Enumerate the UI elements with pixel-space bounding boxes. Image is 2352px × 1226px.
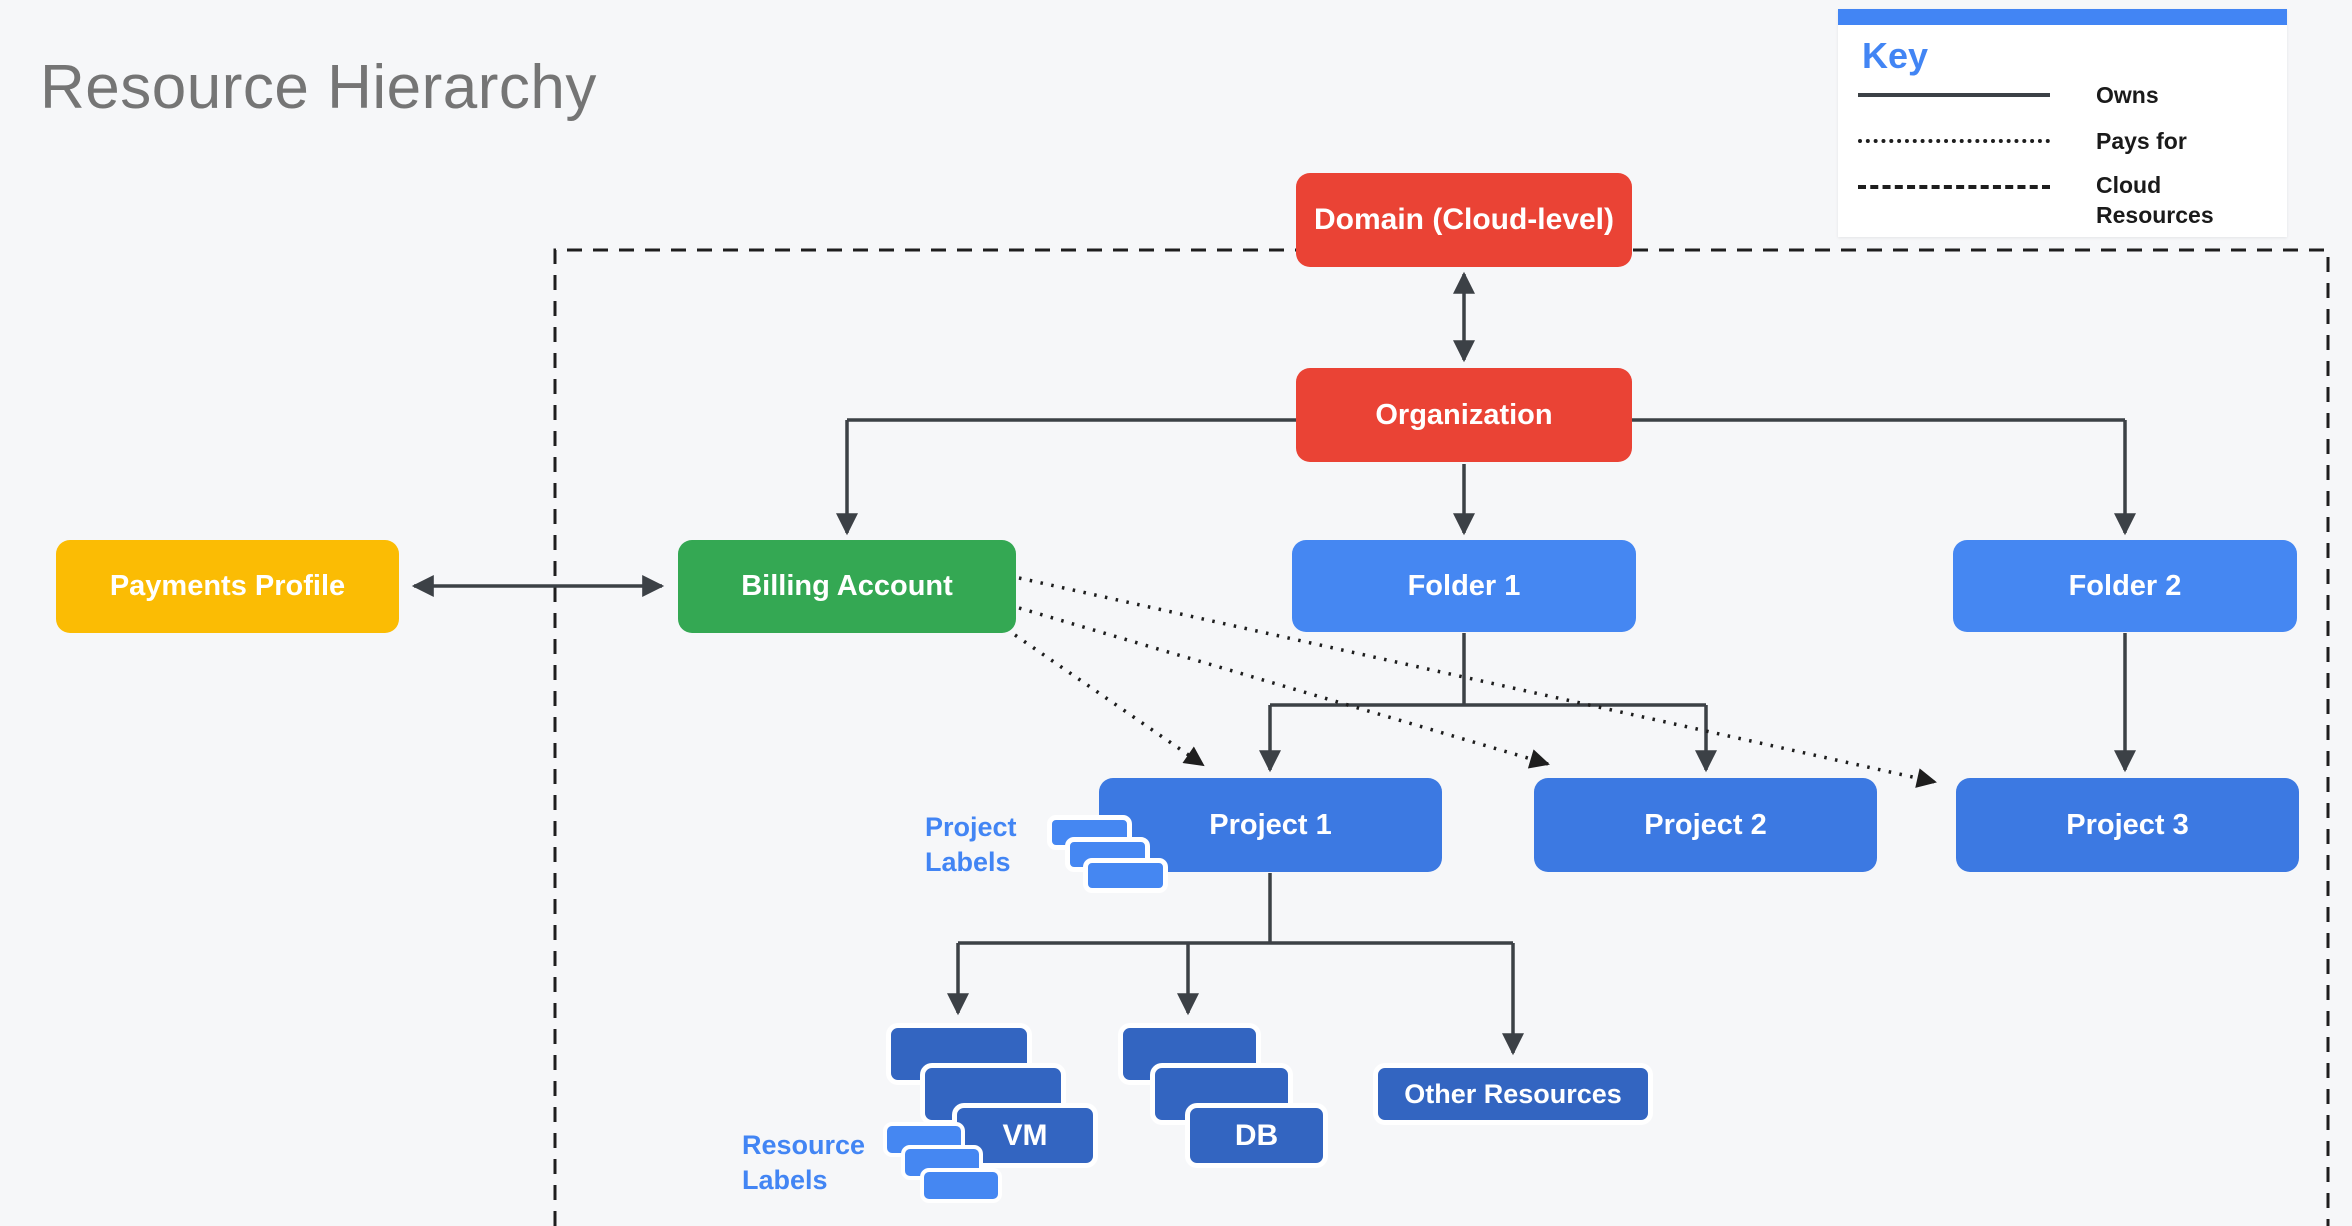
edge-billing-project2-paysfor [1018, 606, 1550, 769]
edge-folder1-rail [1270, 633, 1706, 707]
edge-billing-project1-paysfor [1014, 633, 1205, 767]
legend-dashed-line-sample [1858, 185, 2050, 189]
node-billing-account: Billing Account [678, 540, 1016, 633]
project-labels-annotation: Project Labels [925, 812, 1017, 877]
resource-labels-annotation: Resource Labels [742, 1130, 866, 1195]
node-organization: Organization [1296, 368, 1632, 462]
node-payments-profile: Payments Profile [56, 540, 399, 633]
node-domain: Domain (Cloud-level) [1296, 173, 1632, 267]
legend-owns-label: Owns [2096, 82, 2159, 108]
node-other-resources: Other Resources [1373, 1063, 1653, 1125]
node-project3: Project 3 [1956, 778, 2299, 872]
node-folder2: Folder 2 [1953, 540, 2297, 632]
resource-label-chip [920, 1168, 1002, 1203]
node-project1: Project 1 [1099, 778, 1442, 872]
node-project2: Project 2 [1534, 778, 1877, 872]
cloud-resources-boundary [553, 248, 2330, 1226]
edge-billing-project3-paysfor [1018, 576, 1937, 788]
legend-heading: Key [1862, 35, 1929, 76]
legend-solid-line-sample [1858, 93, 2050, 97]
edge-project1-rail [958, 873, 1513, 945]
node-db: DB [1185, 1103, 1328, 1168]
legend-top-bar [1838, 9, 2287, 25]
legend: Key Owns Pays for Cloud Resources [1838, 9, 2287, 237]
project-label-chip [1083, 858, 1168, 893]
legend-cloud-resources-label: Cloud Resources [2096, 172, 2214, 228]
legend-dotted-line-sample [1858, 139, 2050, 143]
legend-pays-for-label: Pays for [2096, 128, 2187, 154]
node-folder1: Folder 1 [1292, 540, 1636, 632]
page-title: Resource Hierarchy [40, 53, 597, 122]
